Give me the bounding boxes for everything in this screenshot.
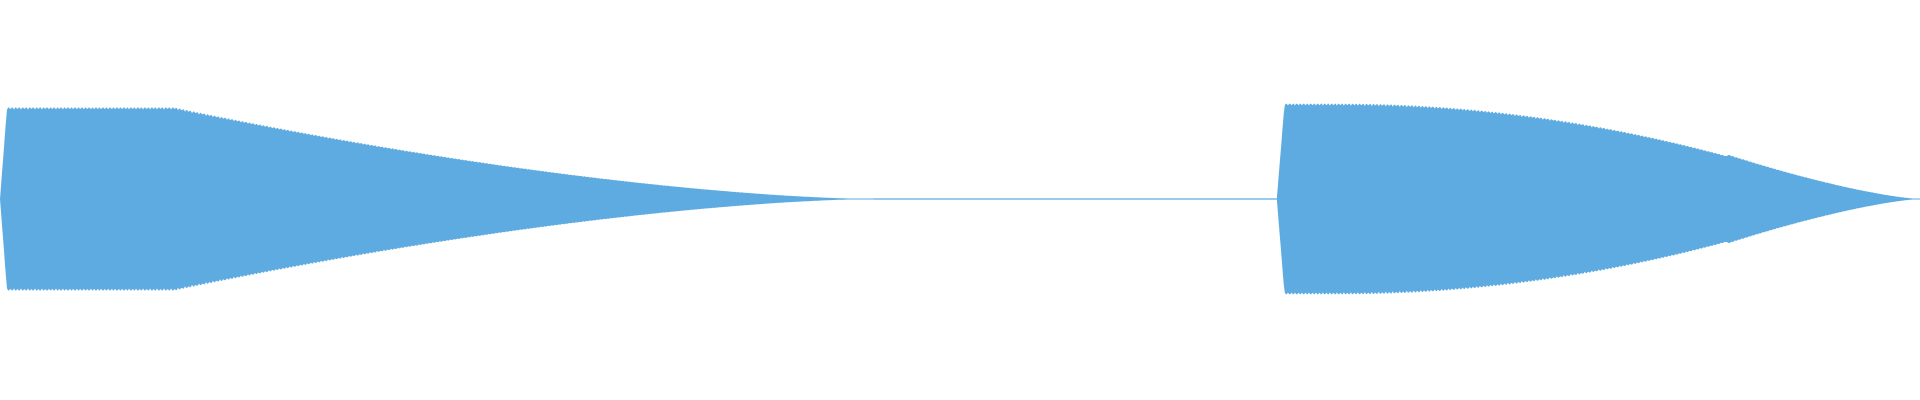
waveform-segment-first-tone	[0, 107, 874, 291]
waveform-channel	[0, 103, 1920, 295]
waveform-segment-second-tone	[1276, 103, 1920, 295]
